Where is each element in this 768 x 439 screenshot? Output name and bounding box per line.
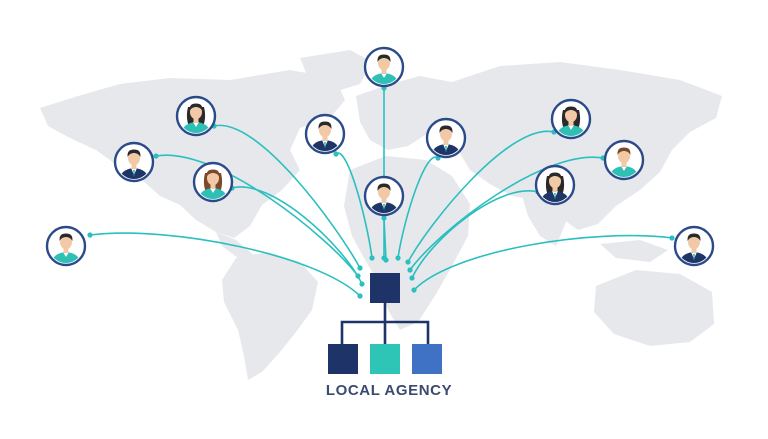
map-south-asia <box>522 196 566 246</box>
avatar-far-left-man-icon <box>45 225 87 267</box>
connector-left-man <box>155 154 359 277</box>
avatar-right-woman-icon <box>534 164 576 206</box>
connector-dot-end <box>357 265 363 271</box>
org-chart <box>328 273 442 374</box>
connector-dot-end <box>405 259 411 265</box>
avatar-left-woman-icon <box>192 161 234 203</box>
child-box-blue <box>412 344 442 374</box>
connector-dot-start <box>153 153 159 159</box>
avatar-far-right-man-icon <box>673 225 715 267</box>
map-north-america <box>40 70 345 238</box>
connector-far-left-man <box>89 232 361 297</box>
connector-center-left-man <box>335 152 373 259</box>
hub-box <box>370 273 400 303</box>
map-australia <box>594 270 714 346</box>
connector-dot-end <box>357 293 363 299</box>
avatar-center-right-man-icon <box>425 117 467 159</box>
connector-far-right-man <box>413 234 673 291</box>
connector-dot-end <box>411 287 417 293</box>
avatar-left-man-icon <box>113 141 155 183</box>
map-africa <box>344 156 470 330</box>
connector-dot-end <box>359 281 365 287</box>
agency-label: LOCAL AGENCY <box>325 382 453 399</box>
map-europe <box>356 76 460 150</box>
connector-dot-start <box>87 232 93 238</box>
avatar-top-center-icon <box>363 46 405 88</box>
connector-dot-end <box>407 267 413 273</box>
map-asia <box>448 62 722 230</box>
avatars <box>45 46 715 267</box>
connector-dot-end <box>409 275 415 281</box>
map-greenland <box>300 50 372 92</box>
avatar-center-man-icon <box>363 175 405 217</box>
child-box-navy <box>328 344 358 374</box>
connector-right-man <box>409 156 604 271</box>
avatar-right-man-icon <box>603 139 645 181</box>
connector-lines <box>87 85 675 299</box>
connector-dot-start <box>381 215 387 221</box>
connector-dot-end <box>369 255 375 261</box>
connector-dot-end <box>383 257 389 263</box>
map-south-america <box>222 252 318 380</box>
avatar-center-left-man-icon <box>304 113 346 155</box>
child-box-teal <box>370 344 400 374</box>
connector-right-woman <box>411 190 539 279</box>
connector-dot-start <box>669 235 675 241</box>
avatar-upper-right-woman-icon <box>550 98 592 140</box>
world-map <box>40 50 722 380</box>
connector-center-right-man <box>397 156 439 259</box>
connector-upper-right-woman <box>407 130 555 263</box>
connector-center-man <box>383 217 387 261</box>
connector-upper-left-woman <box>213 124 361 269</box>
connector-dot-start <box>333 151 339 157</box>
map-indonesia <box>600 240 668 262</box>
connector-left-woman <box>231 186 363 285</box>
avatar-upper-left-woman-icon <box>175 95 217 137</box>
connector-dot-end <box>395 255 401 261</box>
